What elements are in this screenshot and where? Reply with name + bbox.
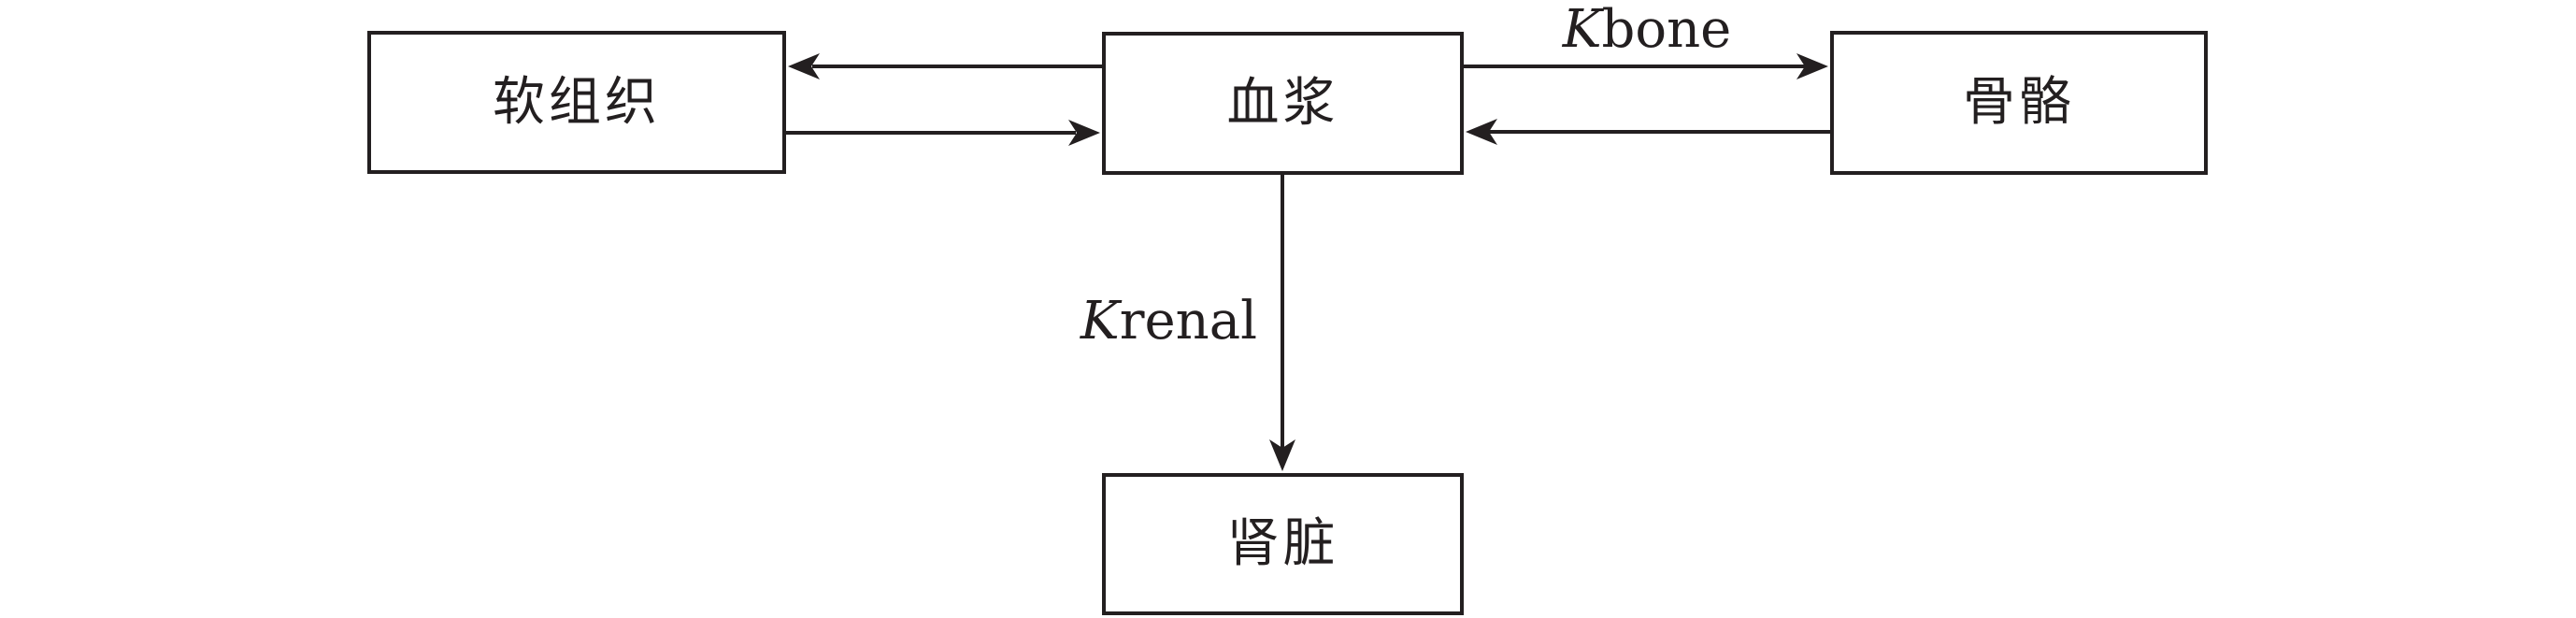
kbone-rest: bone	[1601, 0, 1732, 60]
node-soft-tissue: 软组织	[367, 31, 786, 174]
krenal-rest: renal	[1119, 291, 1257, 352]
arrow-bone-to-plasma	[1466, 119, 1830, 145]
arrow-soft-tissue-to-plasma	[786, 120, 1100, 146]
arrow-plasma-to-bone	[1464, 53, 1828, 79]
soft-tissue-label: 软组织	[493, 71, 661, 133]
kbone-rate-label: Kbone	[1507, 4, 1787, 56]
kidney-label: 肾脏	[1226, 513, 1339, 574]
node-bone: 骨骼	[1830, 31, 2208, 175]
krenal-rate-label: Krenal	[977, 295, 1257, 348]
kbone-k: K	[1562, 0, 1602, 60]
plasma-label: 血浆	[1226, 72, 1339, 134]
krenal-k: K	[1080, 291, 1120, 352]
node-kidney: 肾脏	[1102, 473, 1464, 615]
arrow-plasma-to-kidney	[1269, 175, 1295, 471]
node-plasma: 血浆	[1102, 32, 1464, 175]
arrow-plasma-to-soft-tissue	[788, 53, 1102, 79]
bone-label: 骨骼	[1963, 72, 2075, 133]
